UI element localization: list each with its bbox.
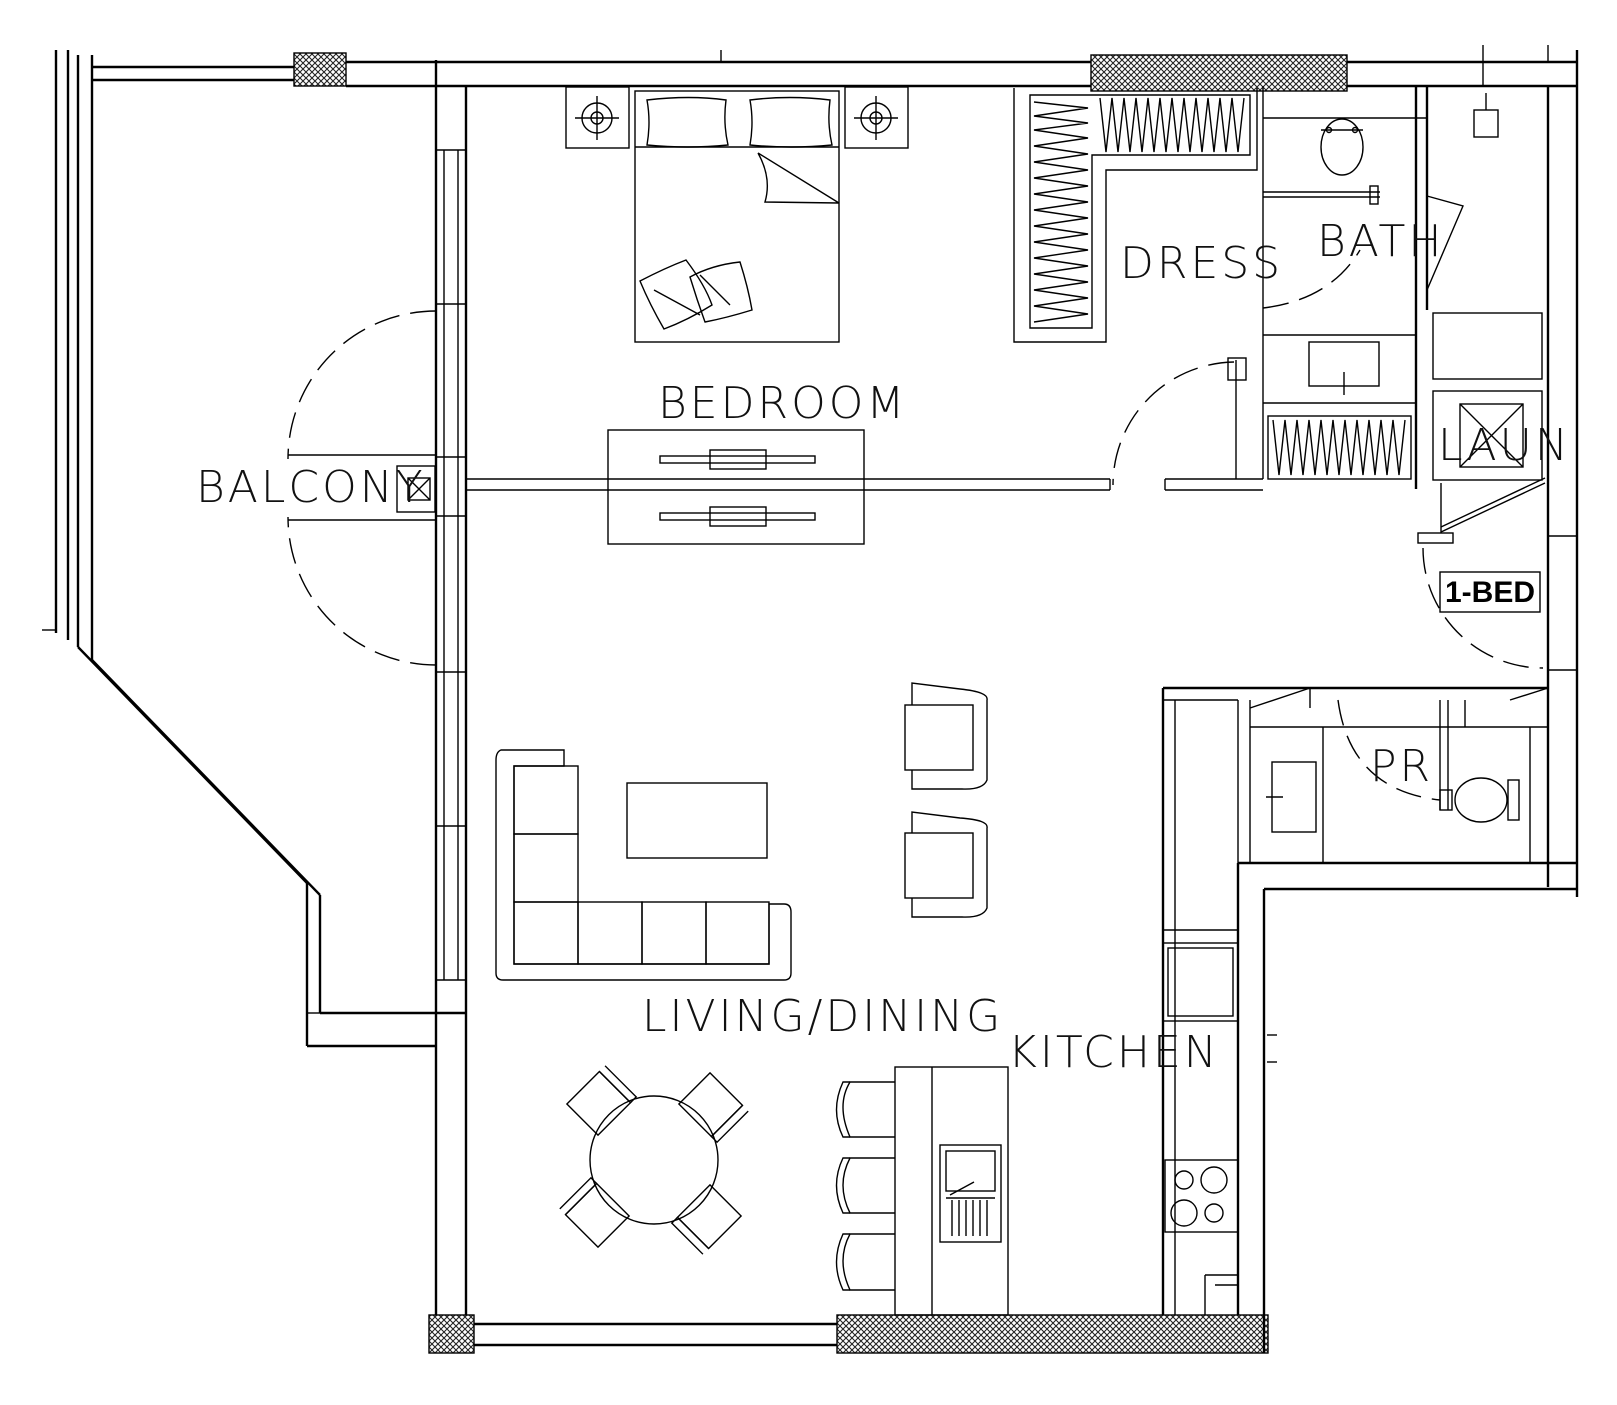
living-furniture xyxy=(495,682,988,981)
dining-set xyxy=(559,1065,749,1255)
bed xyxy=(565,86,909,343)
pr-label: PR xyxy=(1370,741,1433,792)
dress-label: DRESS xyxy=(1120,238,1283,289)
bedroom-partition xyxy=(466,478,1263,491)
living-dining-label: LIVING/DINING xyxy=(642,991,1003,1042)
dresser xyxy=(607,429,865,545)
bedroom-label: BEDROOM xyxy=(658,378,907,429)
powder-room xyxy=(1163,686,1549,864)
laun-label: LAUN xyxy=(1438,420,1571,471)
unit-label: 1-BED xyxy=(1445,576,1535,609)
room-labels: BALCONY BEDROOM DRESS BATH LAUN PR LIVIN… xyxy=(196,216,1571,1078)
kitchen-label: KITCHEN xyxy=(1008,1027,1220,1078)
balcony-doors xyxy=(287,310,437,666)
bath-fixtures xyxy=(1262,86,1429,489)
laundry xyxy=(1417,93,1577,671)
kitchen xyxy=(835,688,1239,1316)
unit-tag: 1-BED xyxy=(1439,571,1541,613)
balcony-label: BALCONY xyxy=(196,462,426,513)
structural-columns xyxy=(293,52,1348,1354)
bath-label: BATH xyxy=(1317,216,1444,267)
dress-closet xyxy=(1013,86,1264,486)
